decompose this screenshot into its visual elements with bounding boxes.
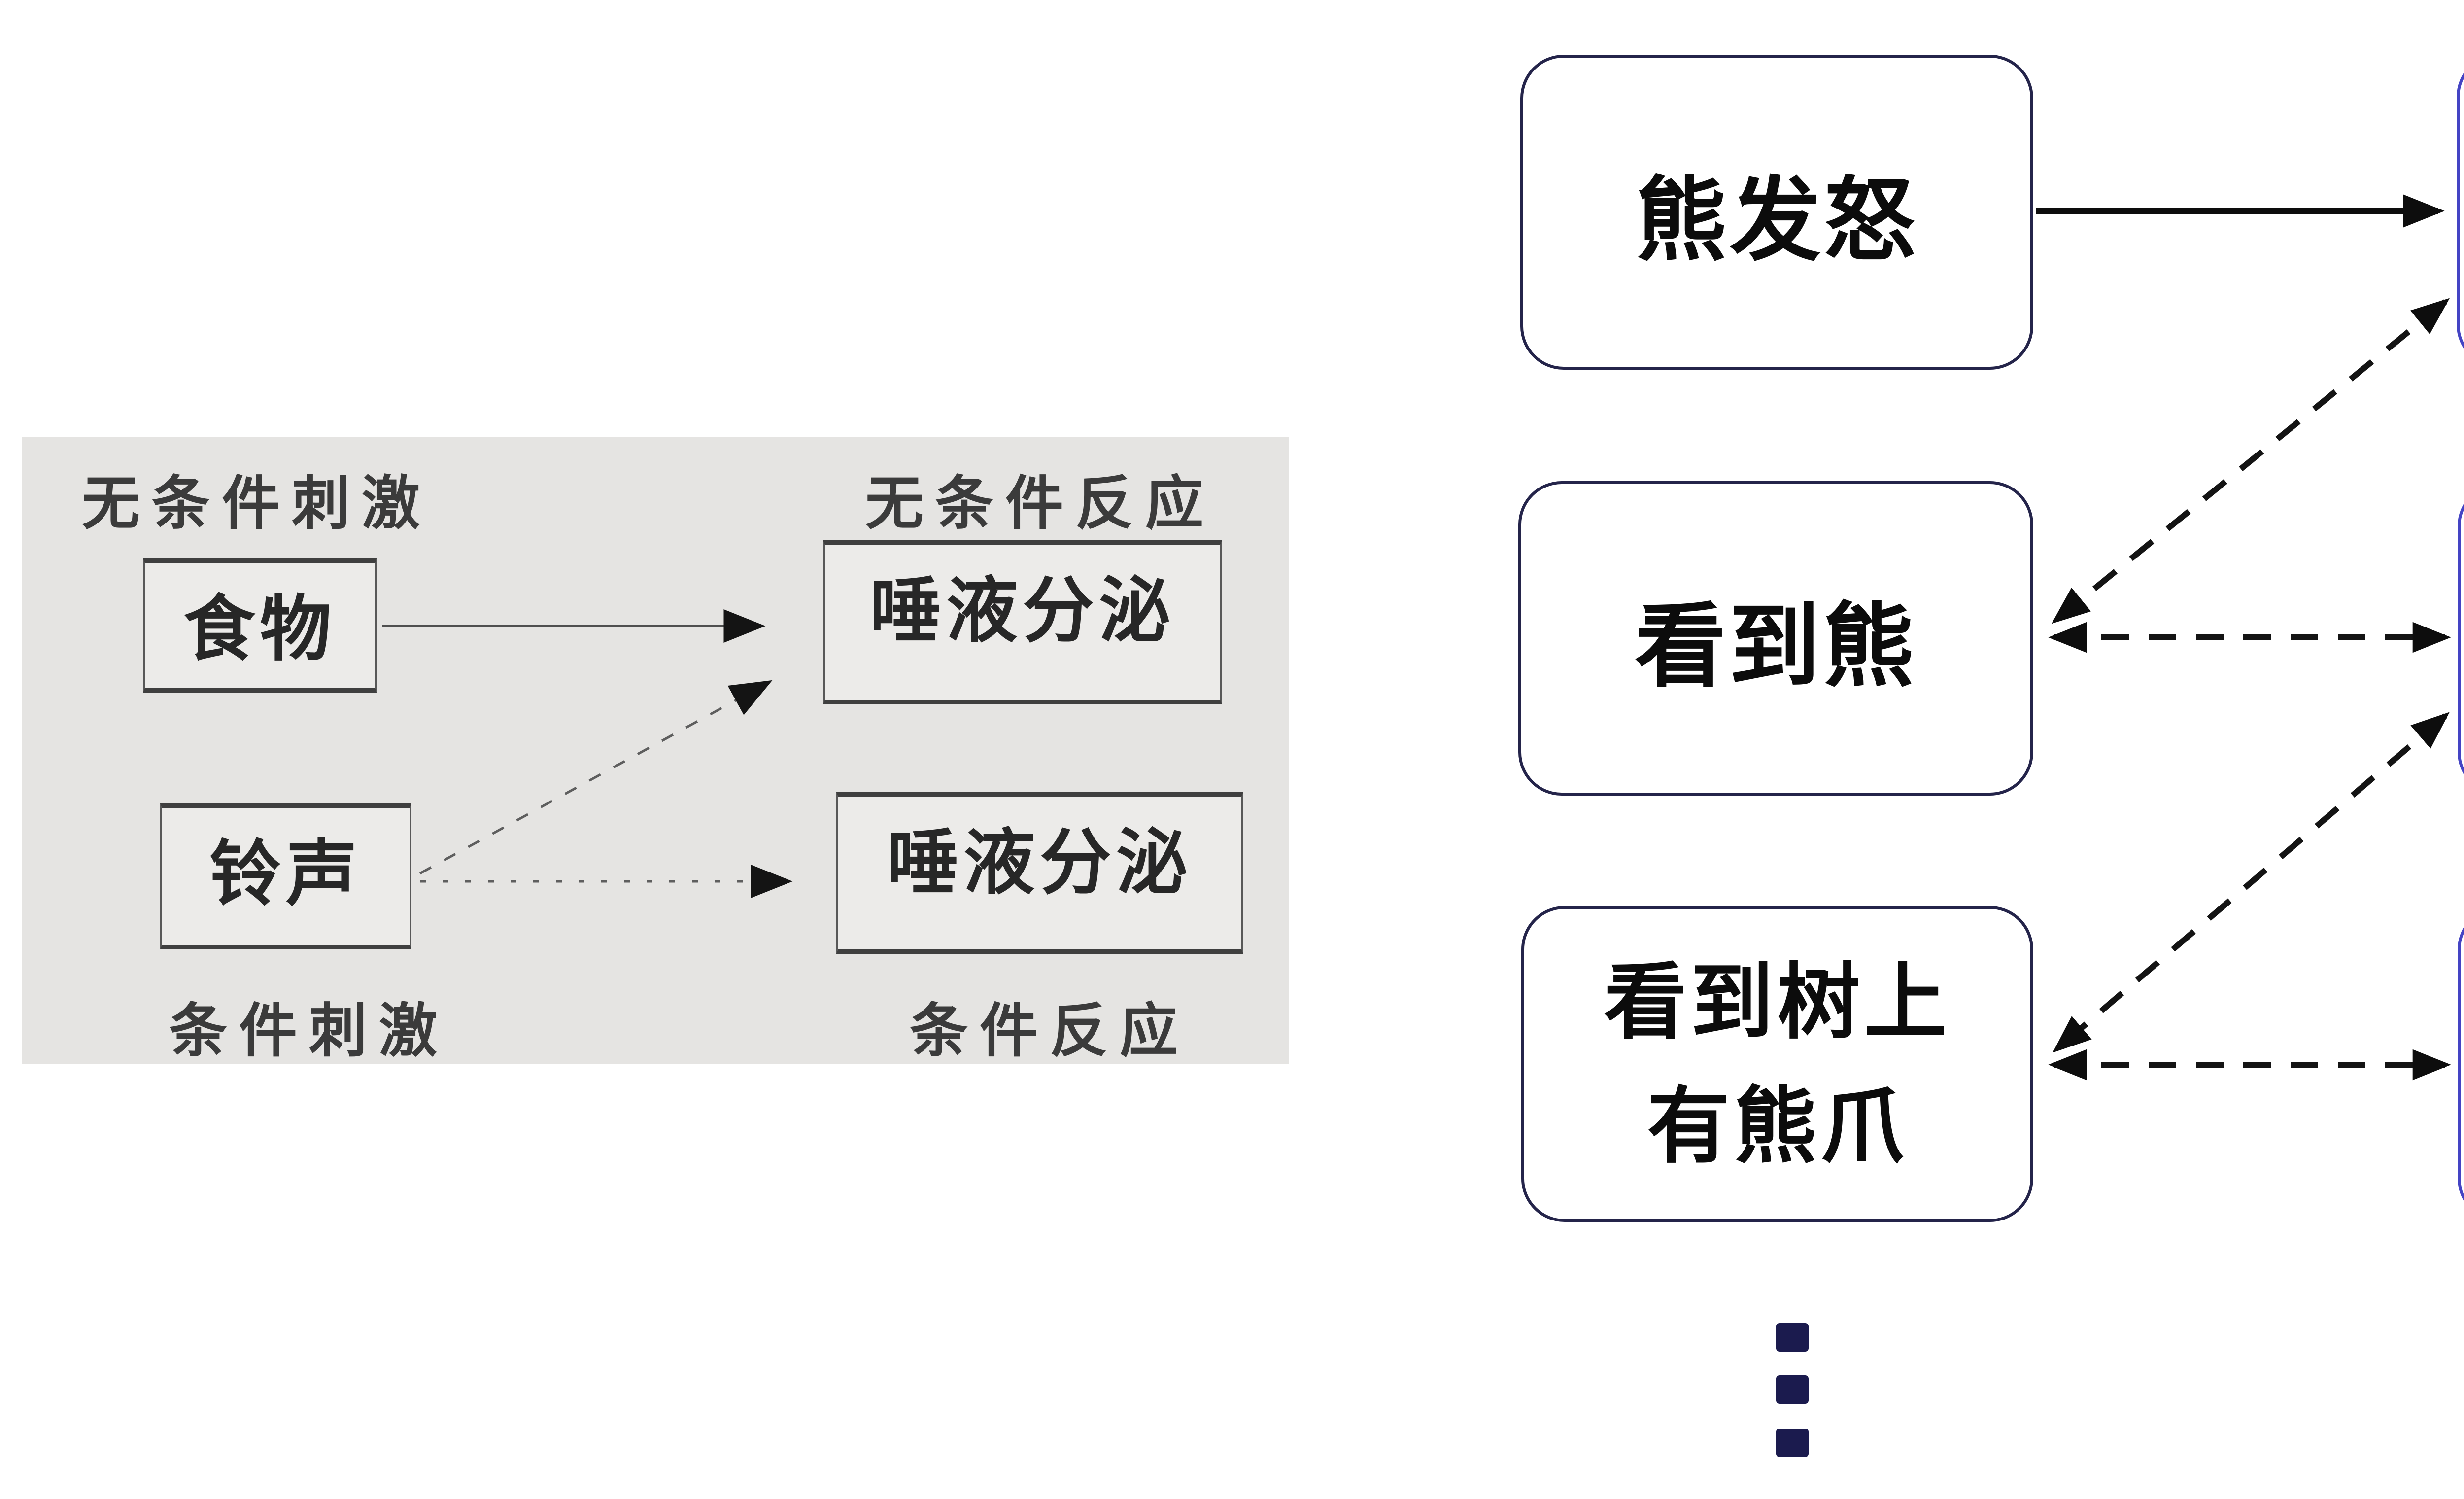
node-bear-rage-label: 熊发怒 xyxy=(1636,170,1918,272)
pavlov-panel: 无条件刺激 无条件反应 食物 唾液分泌 铃声 唾液分泌 条件刺激 条件反应 xyxy=(22,437,1289,1064)
box-food-label: 食物 xyxy=(183,589,337,669)
label-unconditioned-stimulus: 无条件刺激 xyxy=(82,471,432,536)
ellipsis-dot-left-1 xyxy=(1776,1323,1809,1352)
arrow-reward-see-bear xyxy=(2051,298,2450,624)
node-reward: 奖励 xyxy=(2457,53,2464,368)
box-salivation-unconditioned: 唾液分泌 xyxy=(823,540,1222,704)
box-salivation-unconditioned-label: 唾液分泌 xyxy=(870,571,1175,651)
label-conditioned-response: 条件反应 xyxy=(910,999,1190,1064)
node-see-bear-claw-line2: 有熊爪 xyxy=(1647,1080,1908,1173)
node-value-next-state: V(s′) xyxy=(2458,483,2464,796)
ellipsis-dot-left-3 xyxy=(1776,1429,1809,1457)
node-value-current-state: V(s) xyxy=(2458,906,2464,1222)
node-see-bear-label: 看到熊 xyxy=(1635,596,1917,697)
box-food: 食物 xyxy=(143,558,377,693)
label-conditioned-stimulus: 条件刺激 xyxy=(169,999,449,1064)
label-unconditioned-response: 无条件反应 xyxy=(865,471,1216,536)
node-see-bear-claw: 看到树上 有熊爪 xyxy=(1521,906,2033,1222)
ellipsis-dot-left-2 xyxy=(1776,1375,1809,1404)
box-bell-label: 铃声 xyxy=(209,834,362,914)
box-salivation-conditioned-label: 唾液分泌 xyxy=(887,823,1193,903)
node-bear-rage: 熊发怒 xyxy=(1520,55,2033,370)
arrow-value-next-see-claw xyxy=(2053,712,2450,1053)
node-see-bear-claw-line1: 看到树上 xyxy=(1604,955,1951,1048)
node-see-bear: 看到熊 xyxy=(1518,481,2033,796)
box-bell: 铃声 xyxy=(160,803,411,949)
box-salivation-conditioned: 唾液分泌 xyxy=(836,792,1243,954)
